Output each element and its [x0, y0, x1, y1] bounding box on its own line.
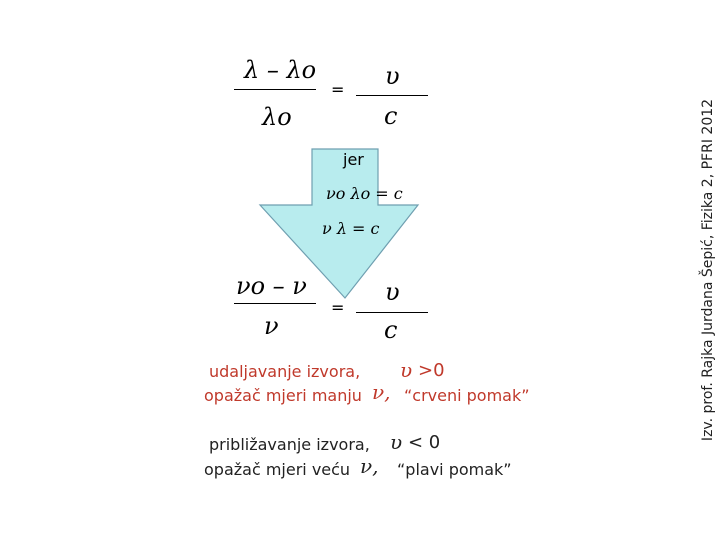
formula1-numerator: λ – λo	[244, 56, 317, 84]
case-away-line1: udaljavanje izvora,	[209, 362, 361, 381]
case-away-line2: opažač mjeri manju	[204, 386, 362, 405]
formula2-rhs-denominator: c	[384, 316, 398, 344]
case-away-velocity-symbol: υ	[400, 358, 413, 382]
formula2-numerator: νo – ν	[236, 272, 307, 300]
case-toward-shift: “plavi pomak”	[397, 460, 512, 479]
formula1-denominator: λo	[262, 103, 292, 131]
case-away-shift: “crveni pomak”	[404, 386, 530, 405]
case-away-frequency-symbol: ν,	[372, 380, 391, 404]
formula1-rhs-numerator: υ	[385, 62, 400, 90]
formula2-denominator: ν	[264, 312, 279, 340]
case-toward-frequency-symbol: ν,	[360, 454, 379, 478]
case-away-condition: >0	[418, 360, 445, 381]
author-credit: Izv. prof. Rajka Jurdana Šepić, Fizika 2…	[700, 98, 716, 442]
arrow-relation-1: νo λo = c	[326, 184, 403, 203]
formula2-rhs-fraction-bar	[356, 312, 428, 313]
formula1-rhs-denominator: c	[384, 102, 398, 130]
down-arrow-shape	[258, 148, 420, 299]
case-toward-line2: opažač mjeri veću	[204, 460, 351, 479]
formula1-rhs-fraction-bar	[356, 95, 428, 96]
formula1-fraction-bar	[234, 89, 316, 90]
arrow-relation-2: ν λ = c	[322, 219, 380, 238]
arrow-label-jer: jer	[343, 150, 364, 169]
formula1-equals: =	[331, 80, 345, 99]
case-toward-condition: < 0	[408, 432, 441, 453]
case-toward-line1: približavanje izvora,	[209, 435, 370, 454]
case-toward-velocity-symbol: υ	[390, 430, 403, 454]
formula2-fraction-bar	[234, 303, 316, 304]
formula2-equals: =	[331, 298, 345, 317]
formula2-rhs-numerator: υ	[385, 278, 400, 306]
